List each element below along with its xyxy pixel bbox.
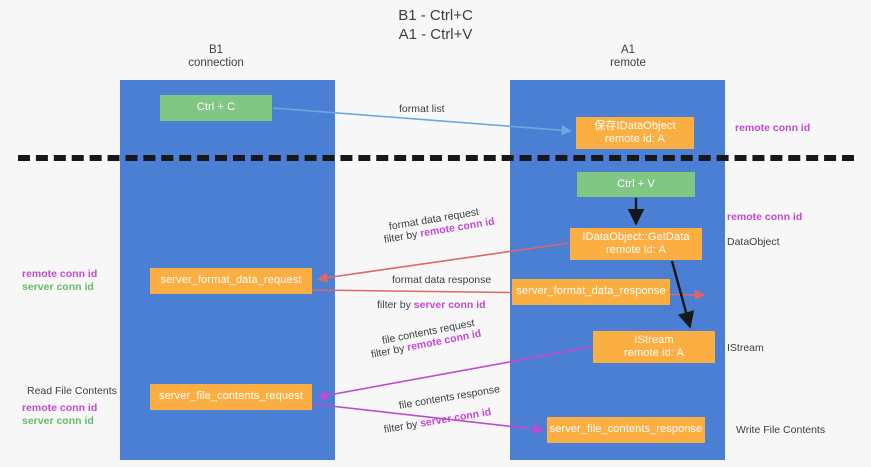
column-header-a1-name: A1 [620,44,636,56]
node-server-file-contents-response-label: server_file_contents_response [549,423,703,436]
side-label-write-file-contents: Write File Contents [736,424,826,436]
node-idataobject[interactable]: 保存IDataObject remote id: A [576,117,694,149]
column-header-a1-role: remote [610,57,646,69]
annotation-format-data-response-filter: filter by server conn id [377,299,486,312]
side-label-istream: IStream [727,342,764,354]
side-label-remote-conn-id-left-mid: remote conn id [22,268,98,280]
node-server-file-contents-response[interactable]: server_file_contents_response [547,417,705,443]
annotation-file-contents-response-filter-key: server conn id [419,406,493,430]
annotation-format-data-response: format data response [392,274,492,286]
annotation-file-contents-response-filter-prefix: filter by [383,417,422,436]
node-istream-line2: remote id: A [624,347,684,359]
node-ctrl-v-label: Ctrl + V [617,177,655,190]
column-header-a1: A1 remote [560,44,696,70]
side-label-server-conn-id-left-mid: server conn id [22,281,94,293]
column-header-b1-name: B1 [208,44,224,56]
node-istream[interactable]: IStream remote id: A [593,331,715,363]
node-getdata-line2: remote id: A [606,244,666,256]
node-server-file-contents-request[interactable]: server_file_contents_request [150,384,312,410]
column-header-b1: B1 connection [140,44,292,70]
page-title: B1 - Ctrl+C A1 - Ctrl+V [0,6,871,44]
node-getdata-line1: IDataObject::GetData [582,230,690,243]
node-idataobject-line2: remote id: A [605,133,665,145]
node-ctrl-c-label: Ctrl + C [196,101,236,114]
side-label-dataobject: DataObject [727,236,780,248]
side-label-remote-conn-id-left-bottom: remote conn id [22,402,98,414]
column-header-b1-role: connection [188,57,244,69]
side-label-remote-conn-id-mid: remote conn id [727,211,803,223]
annotation-file-contents-request-filter-prefix: filter by [370,341,409,361]
node-server-format-data-response[interactable]: server_format_data_response [512,279,670,305]
node-server-file-contents-request-label: server_file_contents_request [158,390,304,403]
node-server-format-data-response-label: server_format_data_response [516,285,666,298]
node-server-format-data-request[interactable]: server_format_data_request [150,268,312,294]
annotation-format-data-response-filter-prefix: filter by [377,299,414,311]
node-ctrl-v[interactable]: Ctrl + V [577,172,695,197]
node-ctrl-c[interactable]: Ctrl + C [160,95,272,121]
node-getdata[interactable]: IDataObject::GetData remote id: A [570,228,702,260]
side-label-conn-id-pair-bottom: remote conn id server conn id [22,402,97,428]
title-line-1: B1 - Ctrl+C [398,7,473,24]
node-idataobject-line1: 保存IDataObject [594,119,676,132]
side-label-read-file-contents: Read File Contents [27,385,117,397]
node-server-format-data-request-label: server_format_data_request [160,274,302,287]
node-istream-line1: IStream [634,333,674,346]
side-label-conn-id-pair-mid: remote conn id server conn id [22,268,97,294]
side-label-server-conn-id-left-bottom: server conn id [22,415,94,427]
side-label-remote-conn-id-top: remote conn id [735,122,811,134]
annotation-format-data-response-filter-key: server conn id [413,299,486,311]
annotation-format-list: format list [399,103,445,115]
phase-divider [18,155,854,161]
title-line-2: A1 - Ctrl+V [398,26,473,43]
